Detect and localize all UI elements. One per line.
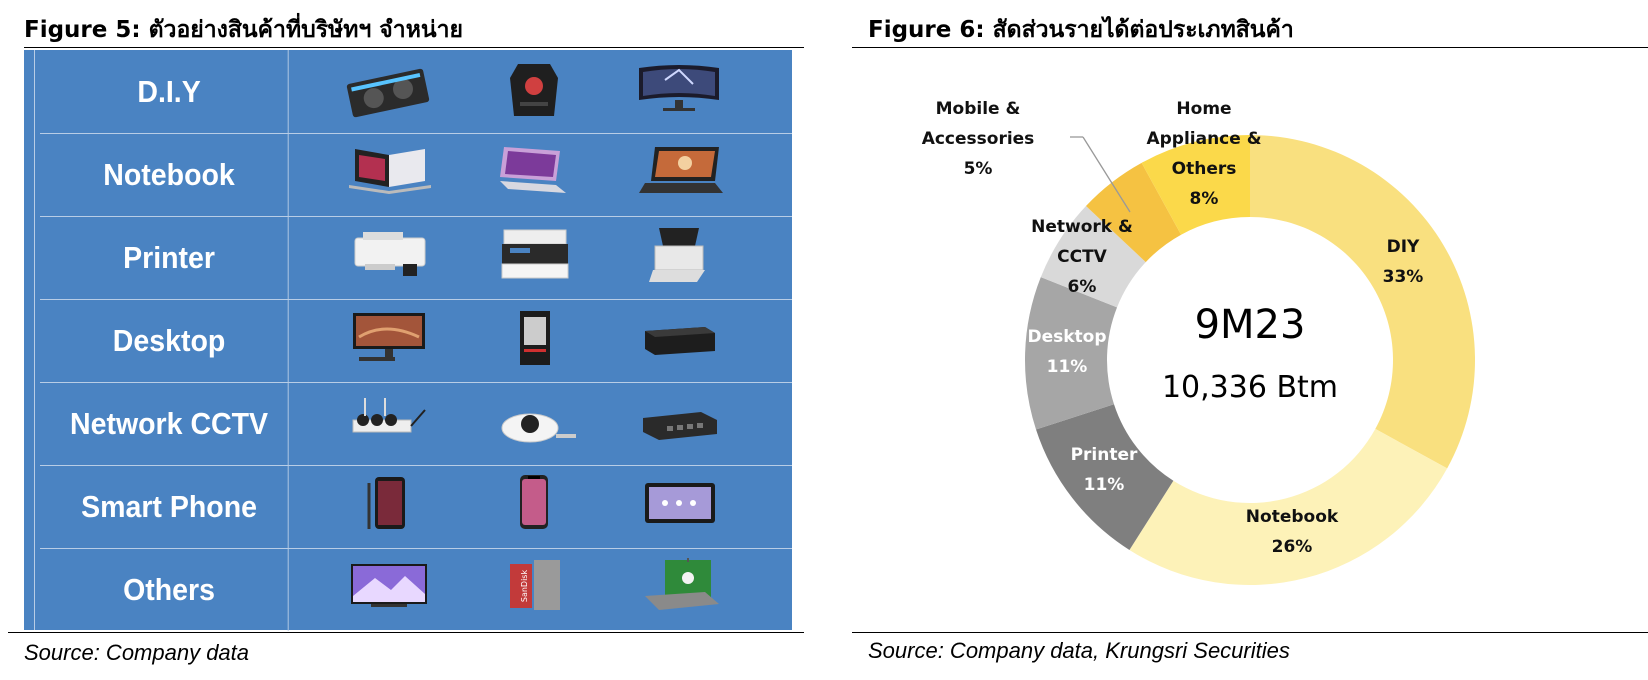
figure5-bottom-rule [8, 632, 804, 633]
graphics-card-icon [346, 68, 430, 118]
slice-name: Printer [1070, 445, 1138, 465]
slice-value-label: 26% [1271, 537, 1313, 557]
slice-label-home-appliance-others: Home Appliance & Others 8% [1146, 94, 1261, 214]
product-row: Printer [40, 216, 792, 300]
tv-icon [351, 564, 427, 607]
slice-value-label: 5% [963, 159, 993, 179]
all-in-one-pc-icon [353, 313, 425, 361]
product-row: Notebook [40, 133, 792, 217]
product-images [305, 382, 792, 465]
slice-value-label: 11% [1083, 475, 1125, 495]
product-images [305, 50, 792, 133]
product-category-label: Printer [50, 216, 289, 299]
slice-network-cctv [1040, 205, 1146, 308]
open-laptop-icon [349, 149, 431, 194]
convertible-laptop-icon [500, 147, 566, 193]
donut-center-total: 10,336 Btm [1161, 370, 1339, 405]
memory-card-icon: SanDisk [510, 560, 560, 610]
slice-label-network-cctv: Network & CCTV 6% [1031, 212, 1133, 302]
product-category-label: Notebook [50, 133, 289, 216]
figure6-bottom-rule [852, 632, 1648, 633]
slice-value-label: 33% [1382, 267, 1424, 287]
slice-label-printer: Printer 11% [1071, 440, 1138, 500]
curved-monitor-icon [639, 65, 719, 111]
product-category-label: Network CCTV [50, 382, 289, 465]
slice-label-notebook: Notebook 26% [1246, 502, 1338, 562]
slice-name: Mobile & Accessories [921, 99, 1035, 149]
product-category-label: Smart Phone [50, 465, 289, 548]
gaming-laptop-icon [639, 147, 723, 193]
smartphone-icon [520, 475, 548, 529]
figure5-title: Figure 5: ตัวอย่างสินค้าที่บริษัทฯ จำหน่… [24, 17, 463, 43]
figure6-source: Source: Company data, Krungsri Securitie… [868, 638, 1290, 663]
pc-case-icon [510, 64, 558, 116]
slice-diy [1250, 135, 1475, 469]
figure6-title: Figure 6: สัดส่วนรายได้ต่อประเภทสินค้า [868, 17, 1294, 43]
slice-value-label: 6% [1067, 277, 1097, 297]
dome-camera-icon [501, 413, 576, 443]
product-row: Others SanDisk [40, 548, 792, 631]
slice-home-appliance-others [1141, 135, 1250, 235]
mini-pc-icon [645, 327, 715, 355]
slice-label-mobile-accessories: Mobile & Accessories 5% [922, 94, 1035, 184]
slice-label-diy: DIY 33% [1383, 232, 1424, 292]
product-images [305, 216, 792, 299]
figure5-source: Source: Company data [24, 640, 250, 665]
network-switch-icon [643, 412, 717, 440]
slice-desktop [1025, 277, 1118, 430]
slice-printer [1036, 404, 1174, 550]
slice-name: DIY [1386, 237, 1420, 257]
product-images [305, 465, 792, 548]
slice-name: Notebook [1245, 507, 1339, 527]
revenue-donut-chart [1025, 135, 1475, 585]
slice-name: Desktop [1027, 327, 1107, 347]
document-scanner-icon [649, 228, 705, 282]
figure6-top-rule [852, 47, 1648, 48]
laser-printer-icon [501, 229, 569, 279]
product-category-label: Others [50, 548, 289, 631]
product-category-label: Desktop [50, 299, 289, 382]
wifi-camera-kit-icon [352, 398, 426, 433]
slice-notebook [1129, 428, 1448, 585]
inkjet-printer-icon [354, 232, 426, 276]
green-screen-icon [645, 558, 719, 610]
product-row: Network CCTV [40, 382, 792, 466]
tablet-icon [645, 483, 715, 523]
svg-text:SanDisk: SanDisk [520, 570, 529, 603]
product-row: Smart Phone [40, 465, 792, 549]
product-row: D.I.Y [40, 50, 792, 134]
product-images: SanDisk [305, 548, 792, 631]
slice-name: Home Appliance & Others [1146, 99, 1262, 179]
product-images [305, 299, 792, 382]
slice-value-label: 8% [1189, 189, 1219, 209]
tower-pc-icon [520, 311, 550, 365]
smartphone-stylus-icon [367, 477, 405, 529]
figure5-top-rule [24, 47, 804, 48]
slice-value-label: 11% [1046, 357, 1088, 377]
slice-name: Network & CCTV [1031, 217, 1133, 267]
slice-label-desktop: Desktop 11% [1027, 322, 1106, 382]
product-category-label: D.I.Y [50, 50, 289, 133]
donut-center-period: 9M23 [1194, 302, 1306, 348]
product-images [305, 133, 792, 216]
product-row: Desktop [40, 299, 792, 383]
